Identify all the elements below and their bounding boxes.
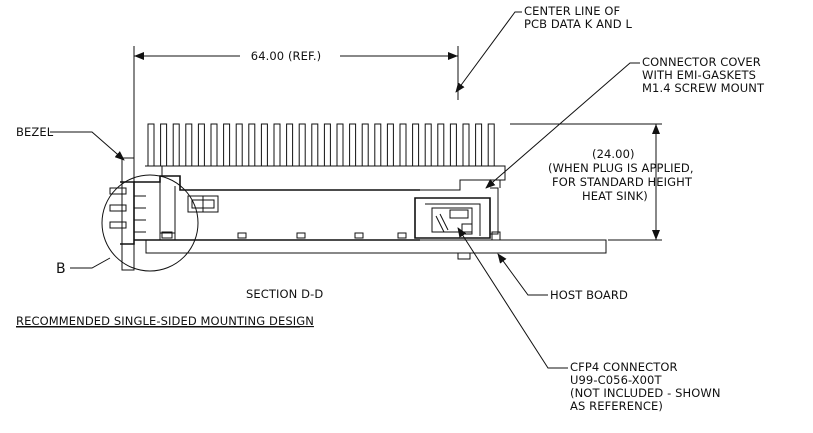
heat-sink-fin <box>223 123 231 167</box>
connector-cover-label-1: CONNECTOR COVER <box>642 55 761 69</box>
heat-sink-fin <box>437 123 445 167</box>
host-board-shape <box>145 239 607 254</box>
heat-sink-fin <box>286 123 294 167</box>
leader-lines <box>50 11 640 369</box>
heat-sink-fin <box>386 123 394 167</box>
heat-sink-base <box>145 165 506 191</box>
heat-sink-fin <box>197 123 205 167</box>
heat-sink-fin <box>298 123 306 167</box>
connector-label-1: CFP4 CONNECTOR <box>570 360 678 374</box>
heat-sink-fin <box>160 123 168 167</box>
heat-sink-fin <box>273 123 281 167</box>
heat-sink-fin <box>487 123 495 167</box>
heat-sink-fin <box>235 123 243 167</box>
connector-cover-label-3: M1.4 SCREW MOUNT <box>642 81 765 95</box>
host-board-label: HOST BOARD <box>550 288 628 302</box>
design-title: RECOMMENDED SINGLE-SIDED MOUNTING DESIGN <box>16 314 314 328</box>
note-label-2: FOR STANDARD HEIGHT <box>552 175 693 189</box>
front-plug <box>109 181 146 245</box>
heat-sink-fin <box>399 123 407 167</box>
heat-sink-fin <box>260 123 268 167</box>
heat-sink-fin <box>462 123 470 167</box>
connector-label-2: U99-C056-X00T <box>570 373 662 387</box>
detail-b-label: B <box>56 261 66 277</box>
module-housing <box>134 175 420 241</box>
connector-label-3: (NOT INCLUDED - SHOWN <box>570 386 721 400</box>
heat-sink-fin <box>374 123 382 167</box>
dimension-24-label: (24.00) <box>592 147 635 161</box>
heat-sink-fin <box>311 123 319 167</box>
heat-sink-fin <box>449 123 457 167</box>
center-line-label-2: PCB DATA K AND L <box>524 17 632 31</box>
bezel-label: BEZEL <box>16 125 54 139</box>
heat-sink-fin <box>248 123 256 167</box>
section-label: SECTION D-D <box>246 287 323 301</box>
heat-sink-fin <box>147 123 155 167</box>
heat-sink-fin <box>172 123 180 167</box>
detail-b-circle <box>101 174 199 272</box>
heat-sink-fin <box>336 123 344 167</box>
heat-sink-fin <box>424 123 432 167</box>
dimension-24 <box>510 123 662 241</box>
connector-cover-label-2: WITH EMI-GASKETS <box>642 68 756 82</box>
heat-sink-fin <box>185 123 193 167</box>
note-label-1: (WHEN PLUG IS APPLIED, <box>548 161 694 175</box>
heat-sink-fin <box>412 123 420 167</box>
connector-label-4: AS REFERENCE) <box>570 399 663 413</box>
bezel <box>121 157 135 271</box>
heat-sink-fin <box>349 123 357 167</box>
note-label-3: HEAT SINK) <box>582 189 648 203</box>
dimension-64-label: 64.00 (REF.) <box>251 49 321 63</box>
heat-sink-fin <box>323 123 331 167</box>
heat-sink-fin <box>210 123 218 167</box>
heat-sink-fins <box>147 123 495 167</box>
dimension-64 <box>133 46 459 160</box>
center-line-label-1: CENTER LINE OF <box>524 4 620 18</box>
heat-sink-fin <box>475 123 483 167</box>
cfp4-connector <box>414 179 501 241</box>
heat-sink-fin <box>361 123 369 167</box>
